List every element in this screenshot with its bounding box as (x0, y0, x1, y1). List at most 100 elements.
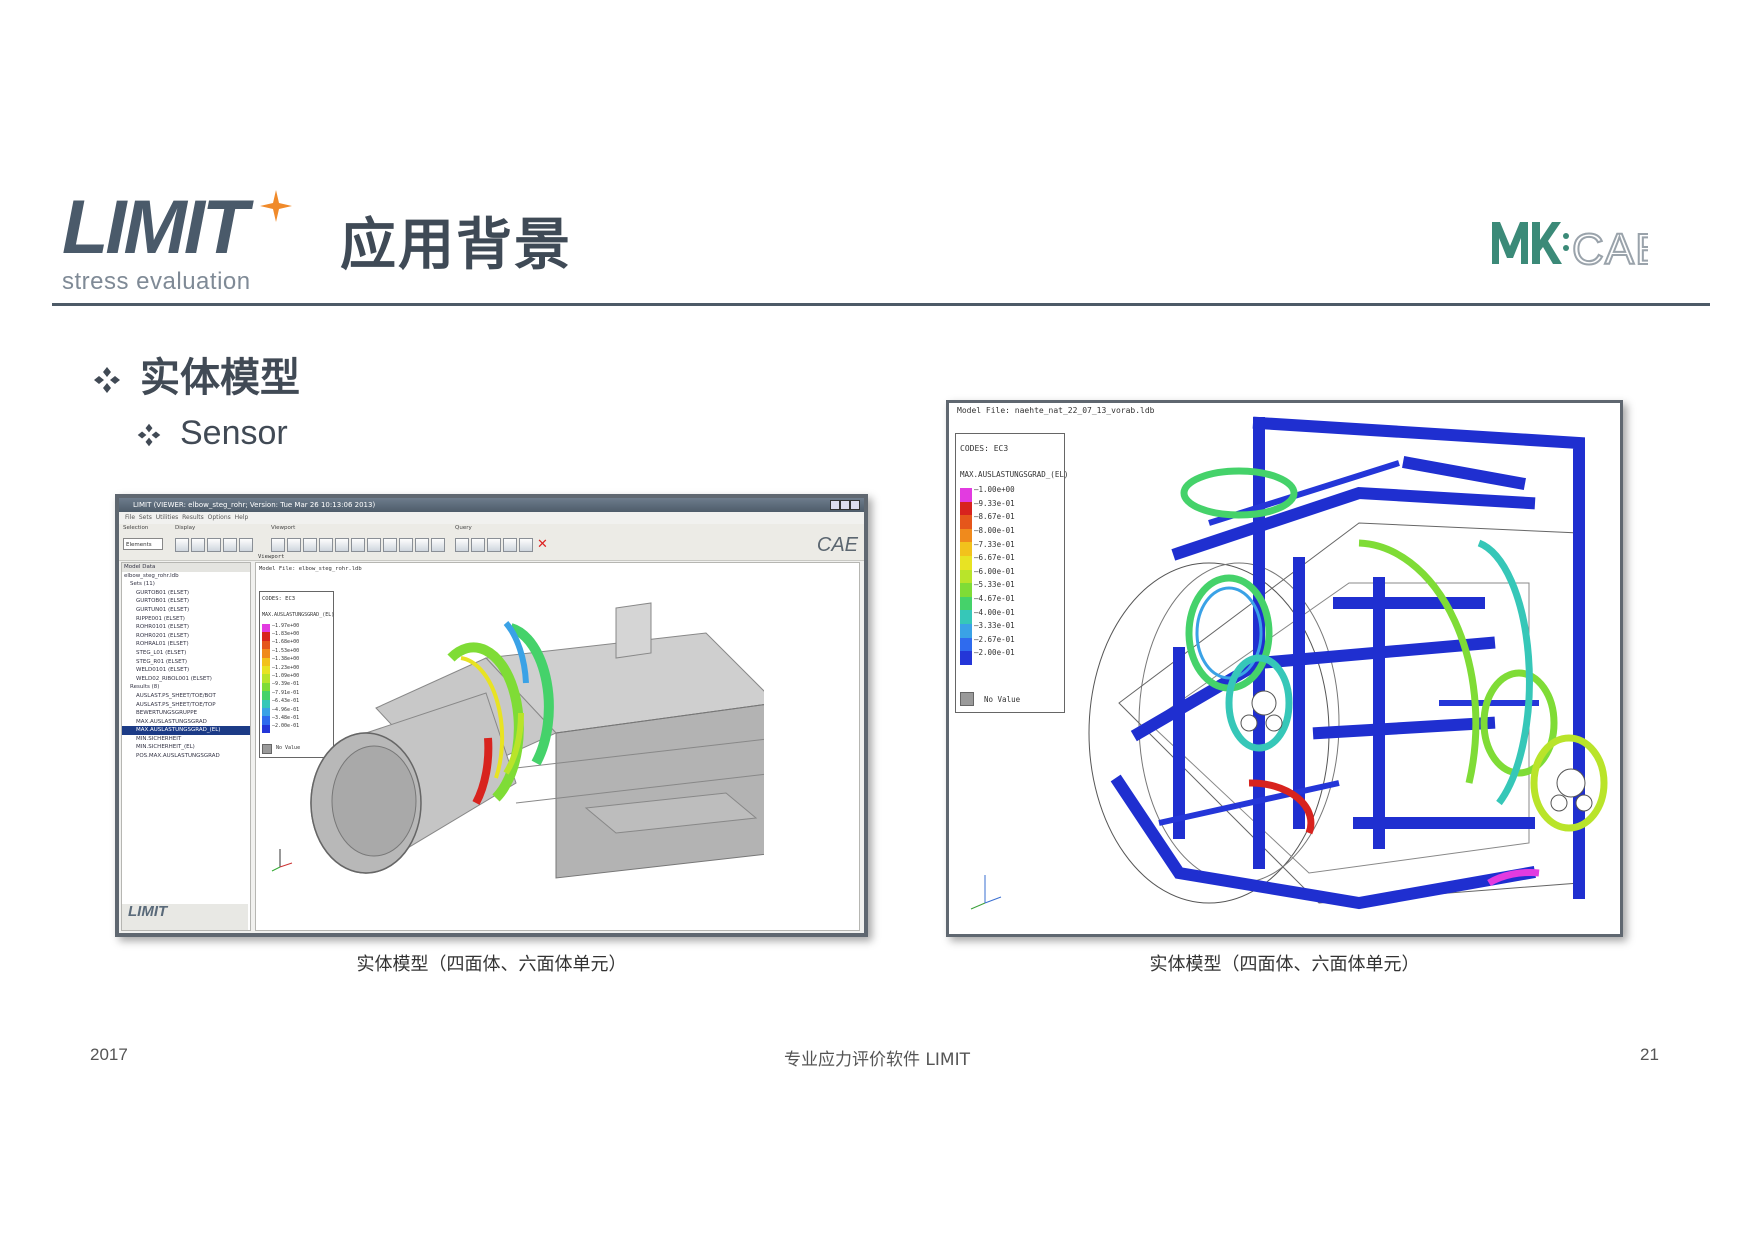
toolbar-button[interactable] (471, 538, 485, 552)
tree-item[interactable]: MAX.AUSLASTUNGSGRAD (136, 718, 207, 725)
toolbar-button[interactable] (319, 538, 333, 552)
maximize-icon (840, 500, 850, 510)
toolbar: Selection Elements Display Viewport Quer… (119, 524, 864, 561)
tree-item[interactable]: AUSLAST.PS_SHEET/TOE/TOP (136, 701, 216, 708)
toolbar-button[interactable] (519, 538, 533, 552)
tree-item[interactable]: MIN.SICHERHEIT_(EL) (136, 744, 195, 751)
group-viewport-label: Viewport (271, 525, 296, 531)
toolbar-button[interactable] (383, 538, 397, 552)
legend-swatch (960, 610, 972, 624)
toolbar-button[interactable] (367, 538, 381, 552)
legend-value: —7.91e-01 (272, 689, 300, 696)
delete-icon[interactable]: ✕ (537, 537, 548, 552)
viewport: Viewport Model File: elbow_steg_rohr.ldb… (255, 554, 860, 931)
toolbar-button[interactable] (175, 538, 189, 552)
legend-swatch (262, 666, 270, 675)
tree-item[interactable]: elbow_steg_rohr.ldb (124, 572, 179, 579)
legend-value: —9.33e-01 (974, 498, 1015, 508)
model-file-label: Model File: naehte_nat_22_07_13_vorab.ld… (957, 406, 1155, 415)
tree-item[interactable]: Results (8) (130, 684, 160, 691)
tree-item[interactable]: ROHR0201 (ELSET) (136, 632, 190, 639)
toolbar-button[interactable] (335, 538, 349, 552)
legend-swatch (960, 569, 972, 584)
legend-swatch (262, 640, 270, 650)
legend-value: —1.53e+00 (272, 647, 300, 654)
legend-swatch (960, 583, 972, 597)
tree-item[interactable]: BEWERTUNGSGRUPPE (136, 710, 198, 717)
limit-app-screenshot: LIMIT (VIEWER: elbow_steg_rohr; Version:… (115, 494, 868, 937)
codes-label: CODES: EC3 (960, 444, 1009, 453)
legend-value: —4.96e-01 (272, 706, 300, 713)
legend-value: —6.43e-01 (272, 698, 300, 705)
toolbar-button[interactable] (399, 538, 413, 552)
model-file-label: Model File: elbow_steg_rohr.ldb (259, 566, 362, 572)
result-legend: CODES: EC3 MAX.AUSLASTUNGSGRAD_(EL) —1.9… (259, 591, 334, 758)
toolbar-button[interactable] (223, 538, 237, 552)
tree-item[interactable]: POS.MAX.AUSLASTUNGSGRAD (136, 753, 220, 760)
legend-value: —2.00e-01 (272, 723, 300, 730)
toolbar-button[interactable] (191, 538, 205, 552)
toolbar-button[interactable] (503, 538, 517, 552)
legend-value: —1.09e+00 (272, 672, 300, 679)
tree-item[interactable]: MAX.AUSLASTUNGSGRAD_(EL) (122, 726, 250, 735)
tree-item[interactable]: ROHRAL01 (ELSET) (136, 641, 189, 648)
tree-item[interactable]: GURTUN01 (ELSET) (136, 606, 190, 613)
bullet-level1-text: 实体模型 (140, 355, 300, 401)
toolbar-button[interactable] (207, 538, 221, 552)
cae-logo: CAE (816, 534, 858, 556)
legend-scale: —1.97e+00—1.83e+00—1.68e+00—1.53e+00—1.3… (262, 622, 332, 734)
window-body: File Sets Utilities Results Options Help… (119, 512, 864, 933)
star-icon (260, 190, 292, 222)
tree-item[interactable]: STEG_L01 (ELSET) (136, 649, 187, 656)
window-title: LIMIT (VIEWER: elbow_steg_rohr; Version:… (119, 498, 864, 512)
bullet-level1: 实体模型 (92, 345, 300, 403)
toolbar-button[interactable] (287, 538, 301, 552)
toolbar-button[interactable] (303, 538, 317, 552)
minimize-icon (830, 500, 840, 510)
tree-item[interactable]: GURTOB01 (ELSET) (136, 598, 190, 605)
legend-value: —1.68e+00 (272, 639, 300, 646)
toolbar-button[interactable] (271, 538, 285, 552)
tree-item[interactable]: STEG_R01 (ELSET) (136, 658, 188, 665)
tree-item[interactable]: Sets (11) (130, 581, 155, 588)
toolbar-button[interactable] (415, 538, 429, 552)
tree-item[interactable]: ROHR0101 (ELSET) (136, 624, 190, 631)
right-figure-caption: 实体模型（四面体、六面体单元） (1149, 954, 1420, 975)
legend-swatch (960, 596, 972, 611)
legend-swatch (262, 708, 270, 717)
group-query-label: Query (455, 525, 472, 531)
codes-label: CODES: EC3 (262, 596, 296, 602)
window-controls (830, 500, 860, 510)
legend-value: —5.33e-01 (974, 580, 1015, 590)
tree-item[interactable]: WELD02_RIBOL001 (ELSET) (136, 675, 212, 682)
toolbar-button[interactable] (351, 538, 365, 552)
legend-value: —3.33e-01 (974, 621, 1015, 631)
legend-value: —1.97e+00 (272, 622, 300, 629)
menu-options: Options (207, 514, 231, 521)
footer-limit-logo: LIMIT (128, 903, 168, 920)
tree-item[interactable]: AUSLAST.PS_SHEET/TOE/BOT (136, 692, 216, 699)
legend-swatch (262, 699, 270, 708)
tree-item[interactable]: MIN.SICHERHEIT (136, 735, 182, 742)
axis-triad-icon (271, 849, 293, 872)
legend-swatch (960, 637, 972, 652)
toolbar-button[interactable] (239, 538, 253, 552)
legend-swatch (960, 528, 972, 543)
toolbar-button[interactable] (455, 538, 469, 552)
legend-value: —6.00e-01 (974, 566, 1015, 576)
toolbar-button[interactable] (487, 538, 501, 552)
legend-value: —2.00e-01 (974, 648, 1015, 658)
legend-value: —6.67e-01 (974, 553, 1015, 563)
limit-logo-word: LIMIT (62, 185, 248, 270)
legend-value: —8.67e-01 (974, 512, 1015, 522)
toolbar-button[interactable] (431, 538, 445, 552)
footer-year: 2017 (90, 1045, 128, 1064)
tree-item[interactable]: RIPPE001 (ELSET) (136, 615, 185, 622)
limit-logo-subtitle: stress evaluation (62, 268, 251, 295)
tree-item[interactable]: GURTOB01 (ELSET) (136, 589, 190, 596)
legend-value: —8.00e-01 (974, 526, 1015, 536)
menu-results: Results (182, 514, 204, 521)
tree-item[interactable]: WELD0101 (ELSET) (136, 667, 190, 674)
